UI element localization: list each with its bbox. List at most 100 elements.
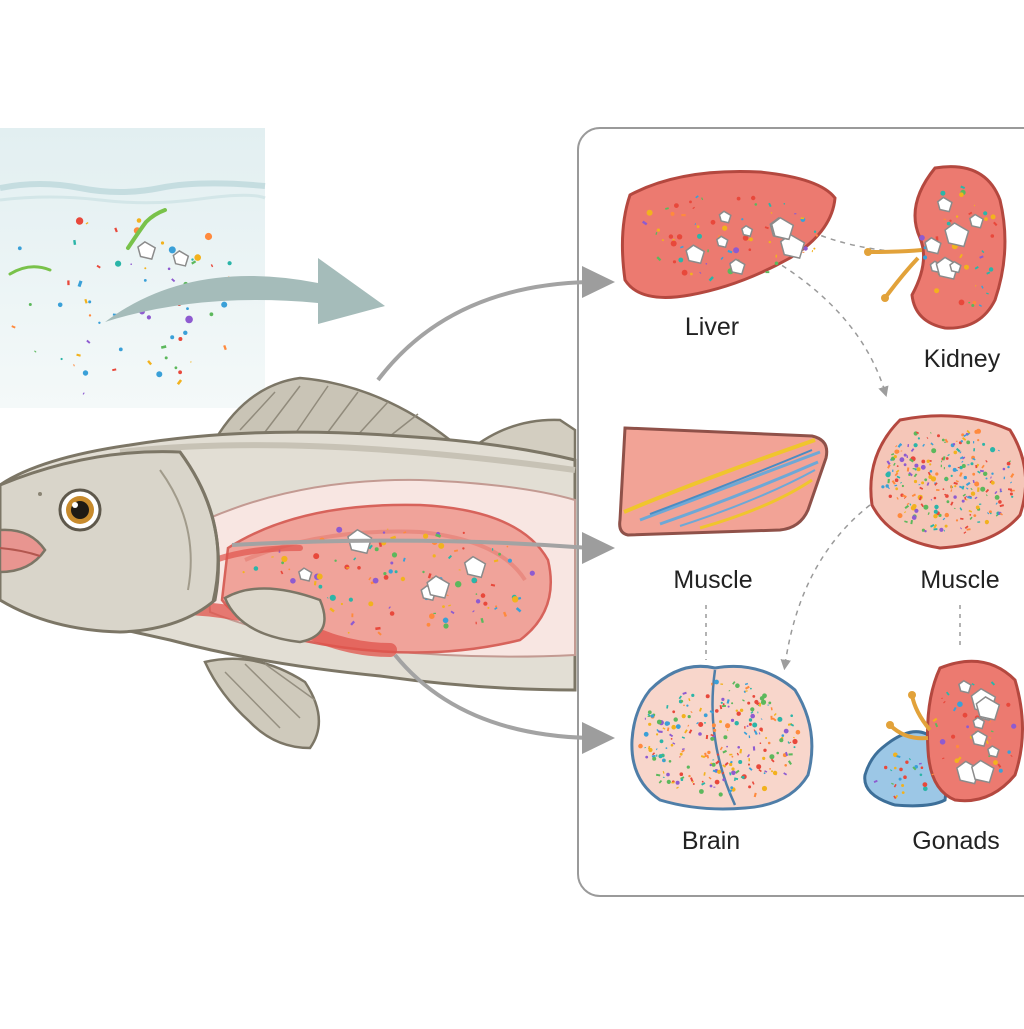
microplastic-particle — [960, 517, 964, 520]
microplastic-particle — [75, 217, 84, 225]
microplastic-particle — [918, 483, 921, 486]
microplastic-particle — [934, 288, 940, 294]
brain-fissure — [711, 669, 737, 806]
microplastic-particle — [669, 733, 674, 738]
microplastic-particle — [719, 746, 723, 751]
microplastic-particle — [773, 713, 777, 717]
microplastic-particle — [934, 504, 939, 510]
microplastic-particle — [347, 631, 350, 634]
microplastic-particle — [666, 727, 670, 732]
microplastic-particle — [734, 777, 739, 781]
microplastic-particle — [433, 612, 437, 615]
microplastic-particle — [776, 751, 779, 755]
microplastic-particle — [96, 264, 101, 269]
microplastic-particle — [984, 217, 988, 221]
microplastic-particle — [748, 718, 753, 722]
microplastic-particle — [770, 715, 773, 720]
microplastic-particle — [676, 786, 679, 789]
microplastic-particle — [645, 755, 649, 759]
microplastic-particle — [664, 759, 666, 762]
microplastic-particle — [966, 528, 971, 531]
microplastic-particle — [662, 758, 666, 763]
microplastic-particle — [942, 456, 946, 461]
microplastic-particle — [731, 755, 734, 758]
microplastic-particle — [757, 711, 759, 714]
microplastic-particle — [913, 473, 918, 478]
microplastic-particle — [718, 792, 723, 797]
microplastic-particle — [953, 450, 958, 455]
microplastic-particle — [698, 732, 702, 736]
microplastic-particle — [721, 771, 725, 775]
microplastic-particle — [692, 783, 695, 785]
microplastic-particle — [911, 493, 916, 498]
microplastic-particle — [491, 548, 494, 551]
microplastic-particle — [742, 699, 745, 702]
microplastic-particle — [908, 472, 913, 477]
microplastic-particle — [720, 256, 724, 260]
microplastic-particle — [933, 528, 938, 531]
arrow-muscle-to-brain — [780, 504, 871, 671]
microplastic-particle — [887, 464, 891, 469]
microplastic-particle — [665, 207, 669, 210]
microplastic-particle — [734, 721, 739, 726]
microplastic-particle — [910, 448, 915, 453]
kidney-organ — [864, 165, 1007, 330]
microplastic-particle — [678, 257, 684, 263]
microplastic-particle — [750, 687, 752, 690]
plastic-fragment — [949, 260, 962, 274]
microplastic-particle — [711, 682, 713, 686]
microplastic-particle — [767, 741, 771, 745]
microplastic-particle — [712, 769, 717, 773]
microplastic-particle — [644, 747, 647, 749]
microplastic-particle — [761, 785, 768, 792]
plastic-fragment — [137, 240, 157, 260]
microplastic-particle — [958, 485, 964, 489]
microplastic-particle — [943, 700, 946, 704]
microplastic-particle — [729, 772, 732, 776]
microplastic-particle — [744, 726, 746, 729]
pectoral-fin — [223, 587, 326, 644]
plastic-fragment — [975, 696, 1001, 721]
brain-organ — [630, 664, 814, 811]
microplastic-particle — [961, 460, 964, 463]
microplastic-particle — [966, 487, 969, 490]
microplastic-particle — [752, 722, 758, 728]
microplastic-particle — [919, 235, 925, 241]
microplastic-particle — [962, 436, 967, 441]
microplastic-particle — [655, 773, 661, 777]
microplastic-particle — [790, 723, 795, 727]
microplastic-particle — [959, 472, 963, 477]
microplastic-particle — [704, 752, 708, 758]
microplastic-particle — [906, 467, 910, 472]
microplastic-particle — [893, 795, 897, 799]
microplastic-particle — [941, 438, 945, 442]
microplastic-particle — [800, 217, 805, 220]
microplastic-particle — [705, 694, 710, 699]
microplastic-particle — [750, 707, 755, 712]
microplastic-particle — [684, 729, 688, 734]
microplastic-particle — [995, 502, 998, 505]
microplastic-particle — [887, 478, 890, 484]
microplastic-particle — [885, 484, 889, 488]
microplastic-particle — [894, 484, 898, 487]
microplastic-particle — [690, 711, 693, 714]
microplastic-particle — [980, 486, 986, 492]
microplastic-particle — [690, 777, 694, 782]
microplastic-particle — [130, 263, 132, 266]
microplastic-particle — [271, 556, 274, 558]
microplastic-particle — [912, 467, 916, 470]
microplastic-particle — [986, 271, 991, 275]
label-muscle-left: Muscle — [673, 566, 753, 594]
microplastic-particle — [722, 778, 726, 782]
blood-vessel — [212, 545, 303, 563]
microplastic-particle — [698, 722, 704, 727]
microplastic-particle — [1011, 723, 1017, 729]
arrow-to-liver — [376, 280, 591, 382]
microplastic-particle — [764, 226, 769, 230]
microplastic-particle — [912, 766, 917, 771]
microplastic-particle — [989, 480, 993, 484]
microplastic-particle — [458, 569, 461, 571]
muscle-fiber — [699, 478, 813, 530]
microplastic-particle — [221, 301, 228, 308]
microplastic-particle — [402, 557, 406, 562]
